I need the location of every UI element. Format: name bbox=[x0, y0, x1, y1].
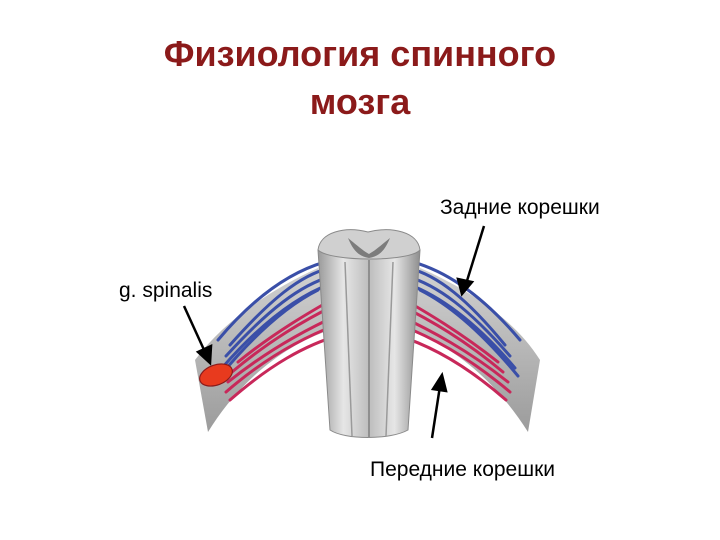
spinal-cord bbox=[317, 229, 421, 438]
label-dorsal-roots: Задние корешки bbox=[440, 196, 600, 219]
label-ventral-roots: Передние корешки bbox=[370, 458, 555, 481]
label-spinal-ganglion: g. spinalis bbox=[119, 279, 213, 302]
arrow-dorsal-roots bbox=[456, 225, 486, 297]
title-line-2: мозга bbox=[309, 81, 411, 122]
title-line-1: Физиология спинного bbox=[163, 33, 557, 74]
spinal-ganglion-marker bbox=[199, 363, 233, 387]
slide-title: Физиология спинного мозга bbox=[0, 30, 720, 126]
arrow-ventral-roots bbox=[430, 371, 448, 439]
arrow-ganglion bbox=[182, 305, 213, 366]
